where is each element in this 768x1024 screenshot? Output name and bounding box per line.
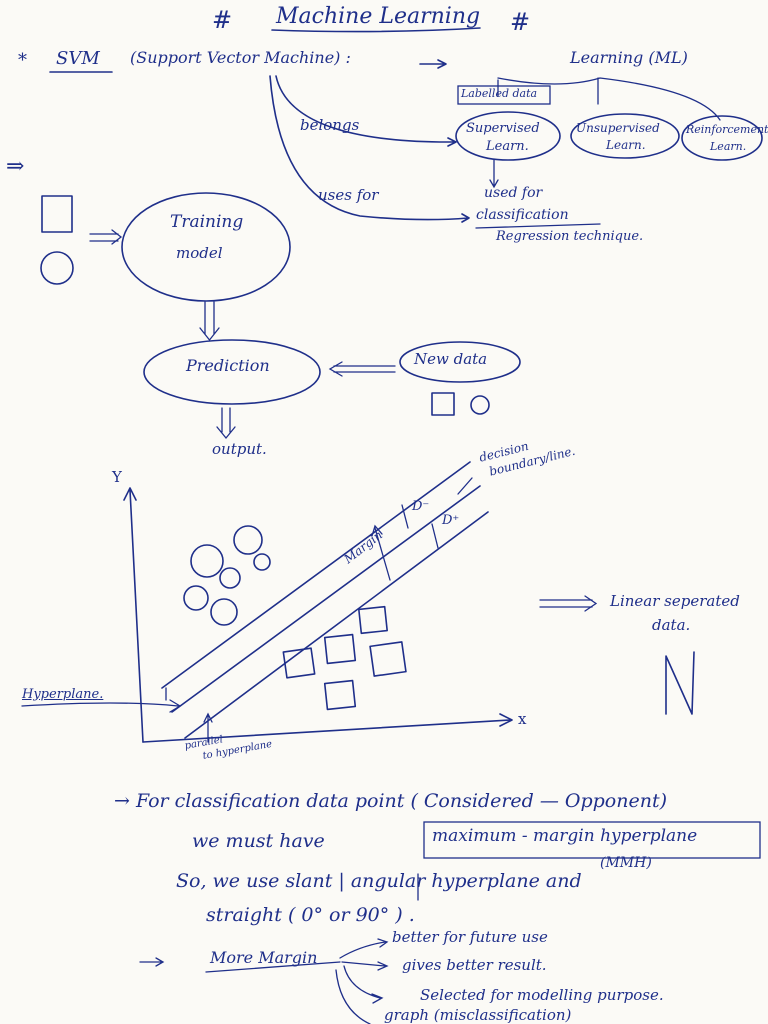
y-axis <box>123 487 144 743</box>
used-for-label: used for <box>484 185 543 201</box>
flow-left-arrow: ⇒ <box>6 154 25 179</box>
unsupervised-label: Unsupervised <box>576 121 660 135</box>
n-glyph <box>665 651 695 715</box>
d-plus-label: D⁺ <box>442 513 460 528</box>
new-data-arrow <box>328 361 396 377</box>
page-title: Machine Learning <box>276 4 481 29</box>
data-circle <box>183 585 209 611</box>
data-square <box>358 605 388 635</box>
output-label: output. <box>212 440 267 458</box>
reinforcement-label-2: Learn. <box>710 140 747 153</box>
title-hash-right: # <box>510 8 531 36</box>
classification-underline <box>475 223 601 229</box>
ml-branches <box>497 77 721 121</box>
note-line-3: So, we use slant | angular hyperplane an… <box>176 870 582 892</box>
unsupervised-ellipse <box>570 113 680 159</box>
supervised-down-arrow <box>489 159 499 189</box>
mmh-box <box>423 821 761 859</box>
data-square <box>323 679 357 711</box>
model-label: model <box>176 244 223 262</box>
circle-shape <box>40 251 74 285</box>
branch-arrow-4 <box>335 969 371 1024</box>
uses-for-label: uses for <box>318 186 379 204</box>
unsupervised-label-2: Learn. <box>606 138 646 152</box>
margin-line-upper <box>161 461 471 689</box>
regression-label: Regression technique. <box>496 229 644 244</box>
benefit-1: better for future use <box>392 928 548 946</box>
mmh-abbrev: (MMH) <box>600 855 652 871</box>
supervised-label-2: Learn. <box>486 139 529 154</box>
mmh-text: maximum - margin hyperplane <box>432 826 698 846</box>
more-margin-label: More Margin <box>210 948 318 967</box>
double-arrow-prediction <box>199 301 220 342</box>
note-line-4: straight ( 0° or 90° ) . <box>206 904 415 926</box>
d-minus-label: D⁻ <box>412 499 430 514</box>
hyperplane-label: Hyperplane. <box>22 687 104 702</box>
data-square <box>323 633 357 665</box>
labelled-box <box>457 85 551 105</box>
new-square <box>431 392 455 416</box>
prediction-label: Prediction <box>186 356 270 375</box>
title-underline <box>271 27 481 33</box>
branch-arrow-1 <box>339 938 389 959</box>
labelled-data: Labelled data <box>461 87 538 100</box>
benefit-2: gives better result. <box>402 956 547 974</box>
hyperplane-line <box>171 485 481 713</box>
n-letter: N <box>660 650 661 651</box>
svm-expansion: (Support Vector Machine) : <box>130 48 351 67</box>
parallel-arrow <box>203 712 213 743</box>
benefit-3: Selected for modelling purpose. <box>420 986 664 1004</box>
arrow-to-learning <box>419 59 447 69</box>
y-axis-label: Y <box>112 468 122 486</box>
reinforcement-label: Reinforcement <box>686 123 768 136</box>
hyperplane-arrow <box>21 699 182 713</box>
branch-arrow-3 <box>343 965 384 1004</box>
reinforcement-ellipse <box>681 115 763 161</box>
data-circle <box>190 544 224 578</box>
belongs-curve <box>275 75 457 147</box>
margin-arrow <box>371 524 391 581</box>
double-arrow-training <box>89 229 123 245</box>
new-circle <box>470 395 490 415</box>
data-circle <box>210 598 238 626</box>
data-square <box>282 647 316 679</box>
note-line-2: we must have <box>192 830 325 852</box>
uses-for-curve <box>269 75 470 223</box>
svm-bullet: * <box>18 50 27 71</box>
supervised-label: Supervised <box>466 121 540 136</box>
data-circle <box>253 553 271 571</box>
d-plus-arrow <box>431 523 439 549</box>
more-margin-underline <box>205 961 341 973</box>
learning-root: Learning (ML) <box>570 48 688 67</box>
d-minus-arrow <box>401 504 409 529</box>
x-axis <box>142 713 513 743</box>
benefit-4: graph (misclassification) <box>384 1006 572 1024</box>
linear-label: Linear seperated <box>610 592 740 610</box>
training-label: Training <box>170 212 244 232</box>
supervised-ellipse <box>455 111 561 161</box>
data-square <box>369 641 407 677</box>
decision-pointer <box>457 477 473 495</box>
prediction-ellipse <box>143 339 321 405</box>
linear-arrow <box>539 595 598 612</box>
square-shape <box>41 195 73 233</box>
data-circle <box>233 525 263 555</box>
linear-label-2: data. <box>652 616 691 634</box>
svm-heading: SVM <box>56 48 100 69</box>
margin-line-lower <box>184 511 489 739</box>
new-data-label: New data <box>414 350 488 368</box>
branch-arrow-2 <box>341 961 389 971</box>
output-arrow <box>216 407 236 440</box>
new-data-ellipse <box>399 341 521 383</box>
classification-label: classification <box>476 207 569 223</box>
x-axis-label: x <box>518 710 527 728</box>
belongs-label: belongs <box>300 116 360 134</box>
note-line-1: → For classification data point ( Consid… <box>114 790 668 812</box>
title-hash-left: # <box>212 6 233 34</box>
data-circle <box>219 567 241 589</box>
note-arrow-2 <box>139 957 165 967</box>
training-ellipse <box>121 192 291 302</box>
